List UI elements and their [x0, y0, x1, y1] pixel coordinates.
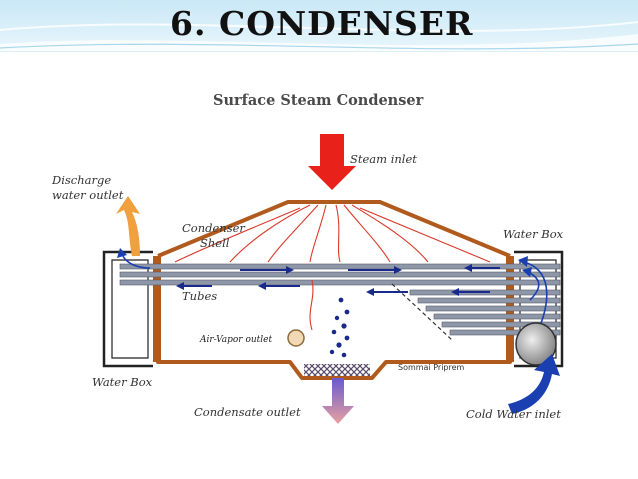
condensate-outlet-arrow	[322, 378, 354, 424]
discharge-outlet-arrow	[116, 196, 140, 256]
label-water-box-right: Water Box	[503, 227, 564, 241]
label-air-vapor-outlet: Air-Vapor outlet	[199, 335, 272, 345]
label-water-box-left: Water Box	[92, 375, 153, 389]
tube-bundle	[119, 263, 561, 336]
hotwell-mesh	[304, 364, 370, 376]
cold-water-inlet-port	[515, 322, 557, 366]
cold-water-inlet-arrow	[508, 354, 560, 414]
condenser-shell-dome	[157, 200, 511, 258]
label-tubes: Tubes	[182, 289, 217, 303]
tube-flow-arrows	[176, 264, 500, 296]
steam-flow-lines	[174, 204, 491, 331]
left-tube-sheet	[153, 256, 161, 362]
diagram-title: Surface Steam Condenser	[213, 92, 424, 109]
slide-title: 6. CONDENSER	[170, 4, 474, 43]
right-water-box	[514, 250, 564, 368]
label-steam-inlet: Steam inlet	[350, 152, 417, 166]
label-shell-2: Shell	[200, 236, 230, 250]
label-credit: Sommai Priprem	[398, 363, 465, 372]
air-vapor-outlet-port	[287, 329, 305, 347]
title-banner	[0, 0, 638, 52]
label-shell-1: Condenser	[182, 221, 246, 235]
left-return-arrow	[121, 253, 151, 269]
condensate-droplets	[329, 297, 350, 358]
left-water-box	[102, 250, 153, 368]
label-discharge-1: Discharge	[51, 173, 111, 187]
label-condensate-outlet: Condensate outlet	[194, 405, 301, 419]
right-box-flow-arrows	[523, 261, 548, 327]
label-discharge-2: water outlet	[52, 188, 124, 202]
steam-inlet-arrow	[308, 134, 356, 190]
label-cold-water-inlet: Cold Water inlet	[466, 407, 561, 421]
